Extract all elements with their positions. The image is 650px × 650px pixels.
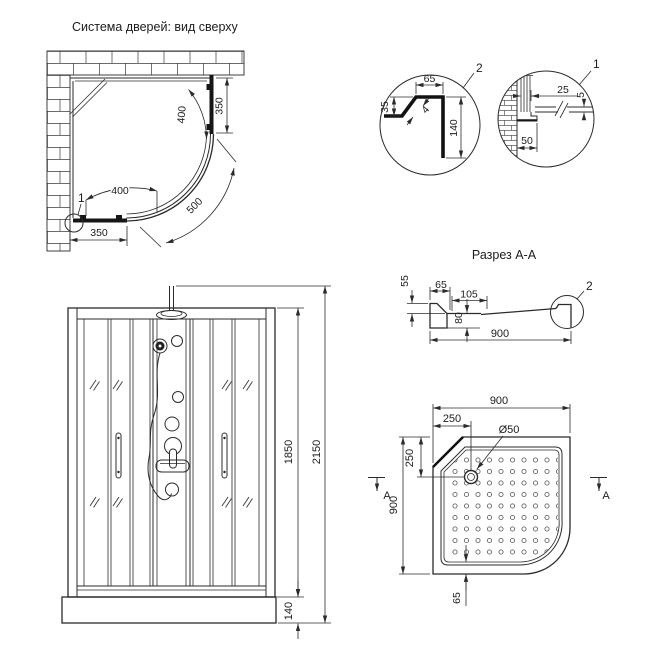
tray-outline bbox=[432, 436, 571, 575]
tray-floor-section bbox=[480, 307, 557, 316]
door-handle-left bbox=[115, 432, 122, 479]
dim-total-height-2150: 2150 bbox=[311, 440, 323, 464]
top-view-title: Система дверей: вид сверху bbox=[72, 20, 239, 34]
body-jet bbox=[172, 391, 184, 403]
shower-hose bbox=[147, 352, 172, 501]
detail-callout-circle-1 bbox=[64, 213, 84, 233]
dim-65: 65 bbox=[435, 279, 447, 291]
detail-2-circle bbox=[379, 74, 481, 176]
dim-25: 25 bbox=[557, 84, 569, 96]
break-mark bbox=[559, 102, 569, 119]
section-marker-a-right: А bbox=[602, 490, 610, 502]
door-track-bottom bbox=[73, 218, 127, 223]
dim-65: 65 bbox=[424, 73, 436, 85]
dim-drain-y-250: 250 bbox=[404, 449, 416, 467]
glass-hatch-marks bbox=[89, 379, 253, 508]
diverter-knob bbox=[164, 416, 180, 432]
tray-front bbox=[61, 596, 277, 624]
brick-walls bbox=[46, 50, 245, 252]
upper-knob bbox=[171, 335, 183, 347]
dim-35: 35 bbox=[379, 101, 391, 113]
detail-1-label: 1 bbox=[593, 57, 600, 71]
dim-cabin-height-1850: 1850 bbox=[283, 440, 295, 464]
callout-label-1: 1 bbox=[78, 191, 85, 205]
dim-door-bottom-400: 400 bbox=[111, 185, 129, 197]
dim-4: 4 bbox=[419, 104, 432, 116]
dim-140: 140 bbox=[448, 119, 460, 137]
detail-callout-circle-2 bbox=[550, 295, 584, 329]
corner-chamfer bbox=[69, 78, 106, 115]
dim-right-350: 350 bbox=[214, 97, 226, 115]
anti-slip-dots bbox=[450, 455, 558, 558]
door-track-right bbox=[209, 75, 214, 134]
detail-1-view: 1 25 5 50 bbox=[497, 57, 600, 168]
door-roller bbox=[116, 215, 122, 219]
tray-corner-chamfer bbox=[432, 436, 464, 468]
dim-rim-65: 65 bbox=[451, 592, 463, 604]
hand-shower-handset bbox=[165, 482, 179, 497]
front-view-cabin: 2150 1850 140 bbox=[61, 285, 331, 639]
section-callout-2: 2 bbox=[586, 279, 593, 293]
shower-column bbox=[147, 310, 191, 587]
dim-tray-width-900: 900 bbox=[490, 395, 508, 407]
profile-section-shape bbox=[384, 95, 445, 158]
detail-2-view: 2 65 35 4 140 bbox=[379, 61, 483, 176]
dim-5: 5 bbox=[575, 92, 587, 98]
tray-rim-inner bbox=[440, 446, 563, 566]
soap-dish bbox=[155, 459, 190, 473]
dim-door-right-400: 400 bbox=[175, 105, 188, 124]
detail-1-content bbox=[498, 71, 594, 167]
section-cut-markers: А А bbox=[368, 477, 610, 502]
tray-rim-left-section bbox=[429, 302, 448, 329]
dim-radius-500: 500 bbox=[184, 195, 205, 216]
dim-tray-depth-900: 900 bbox=[388, 496, 400, 514]
dim-tray-height-140: 140 bbox=[283, 602, 295, 620]
top-view-door-system: Система дверей: вид сверху 350 bbox=[46, 20, 245, 252]
wall-left bbox=[46, 74, 71, 252]
tray-top-view: 900 250 Ø50 250 900 65 А А bbox=[368, 395, 610, 606]
section-aa-view: Разрез А-А 55 65 105 80 900 2 bbox=[399, 248, 593, 344]
section-aa-title: Разрез А-А bbox=[472, 248, 537, 262]
detail-2-label: 2 bbox=[476, 61, 483, 75]
door-roller bbox=[206, 124, 210, 130]
dim-105: 105 bbox=[460, 289, 478, 301]
dim-55: 55 bbox=[399, 275, 411, 287]
door-handle-right bbox=[221, 432, 228, 479]
drain bbox=[463, 469, 479, 485]
mixer-lever bbox=[169, 448, 177, 469]
dim-50: 50 bbox=[521, 135, 533, 147]
dim-bottom-350: 350 bbox=[90, 227, 108, 239]
dim-drain-x-250: 250 bbox=[443, 413, 461, 425]
break-mark bbox=[554, 100, 564, 117]
rain-shower-head bbox=[156, 310, 187, 320]
door-roller bbox=[80, 215, 86, 219]
dim-80: 80 bbox=[453, 312, 465, 324]
tray-rim-right-section bbox=[555, 303, 572, 328]
section-marker-a-left: А bbox=[383, 490, 391, 502]
dim-900: 900 bbox=[491, 328, 509, 340]
wall-top bbox=[46, 50, 245, 76]
tray-dimensions: 900 250 Ø50 250 900 65 bbox=[388, 395, 571, 606]
door-roller bbox=[206, 84, 210, 90]
dim-drain-diameter: Ø50 bbox=[499, 424, 520, 436]
front-view-dimensions: 2150 1850 140 bbox=[176, 285, 331, 639]
